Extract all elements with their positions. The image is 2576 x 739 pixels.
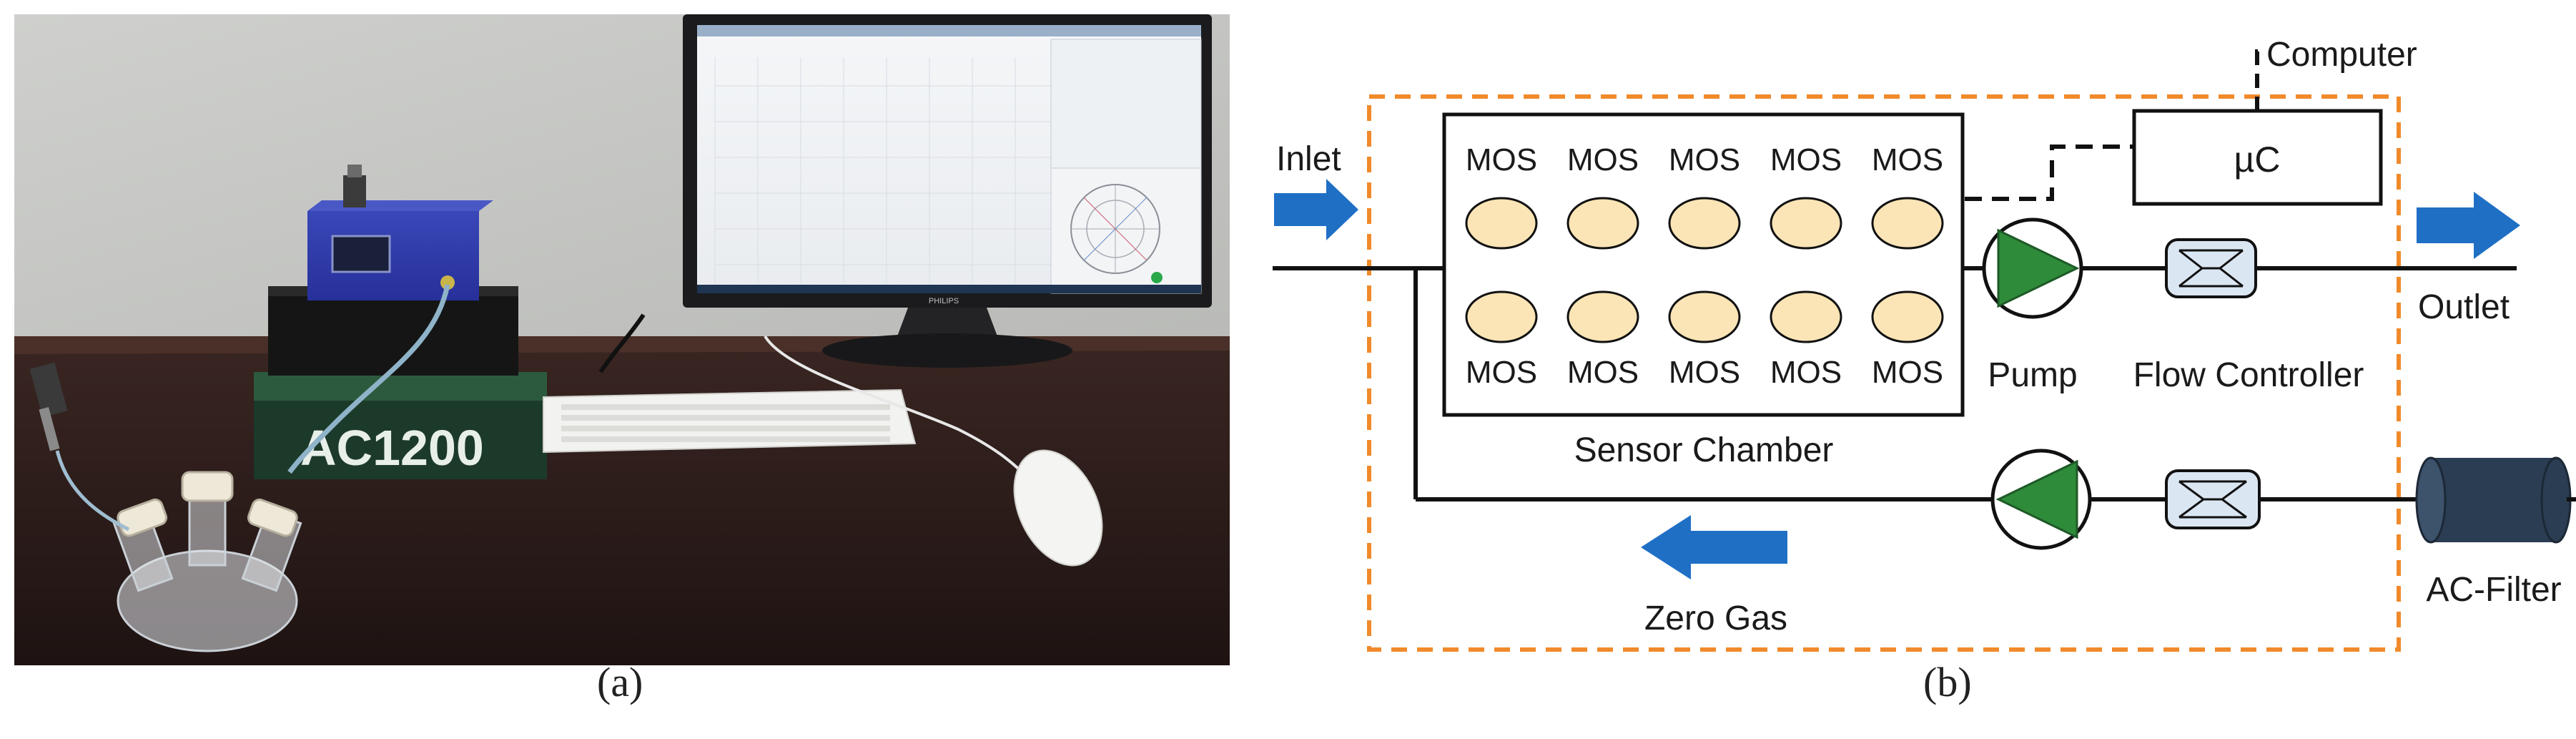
sensor-label: MOS (1567, 355, 1639, 390)
system-boundary (1367, 94, 2401, 652)
sensor-label: MOS (1770, 142, 1842, 177)
mos-sensor (1465, 290, 1538, 343)
mos-sensor (1770, 290, 1842, 343)
outlet-arrow (2417, 192, 2520, 259)
mos-sensor (1668, 197, 1741, 250)
keyboard (543, 388, 917, 454)
flow-controller-label: Flow Controller (2133, 356, 2364, 394)
pump-label: Pump (1988, 356, 2077, 394)
signal-line-uc-to-computer (2255, 49, 2263, 111)
zero-gas-label: Zero Gas (1644, 599, 1787, 637)
gas-tube (287, 284, 450, 474)
sensor-device-stack: AC1200 (254, 165, 547, 479)
sensor-label: MOS (1669, 355, 1740, 390)
sensor-label: MOS (1466, 142, 1537, 177)
mouse-cable (764, 335, 1038, 488)
sensor-array-bottom: MOS MOS MOS MOS MOS (1465, 290, 1944, 390)
sensor-label: MOS (1872, 355, 1943, 390)
sensor-label: MOS (1669, 142, 1740, 177)
mos-sensor (1465, 197, 1538, 250)
zero-gas-arrow (1641, 515, 1787, 579)
mos-sensor (1871, 290, 1944, 343)
pump-top (1982, 217, 2083, 319)
caption-b: (b) (1923, 659, 1972, 705)
flow-controller-bottom (2165, 469, 2261, 529)
ac-filter-label: AC-Filter (2426, 571, 2561, 609)
sensor-chamber-label: Sensor Chamber (1574, 431, 1834, 469)
sensor-label: MOS (1770, 355, 1842, 390)
inlet-arrow (1274, 179, 1358, 240)
sampling-needle (29, 362, 130, 532)
flow-controller-top (2165, 238, 2257, 298)
mos-sensor (1566, 290, 1639, 343)
sensor-label: MOS (1567, 142, 1639, 177)
microcontroller-label: µC (2234, 140, 2281, 180)
mos-sensor (1566, 197, 1639, 250)
ac-filter (2415, 456, 2572, 544)
pump-bottom (1990, 449, 2092, 550)
sensor-label: MOS (1872, 142, 1943, 177)
mos-sensor (1668, 290, 1741, 343)
mouse (1013, 449, 1103, 567)
monitor: PHILIPS (683, 14, 1212, 368)
inlet-label: Inlet (1276, 140, 1341, 178)
mos-sensor (1871, 197, 1944, 250)
black-base-unit (268, 286, 518, 376)
signal-line-chamber-to-uc (1965, 145, 2134, 201)
detector-display (331, 235, 391, 273)
monitor-brand-text: PHILIPS (929, 297, 959, 305)
experimental-setup-photo: PHILIPS AC1200 (14, 14, 1230, 665)
outlet-label: Outlet (2418, 288, 2510, 326)
sensor-chamber (1442, 112, 1965, 417)
three-neck-flask (112, 471, 302, 652)
sensor-label: MOS (1466, 355, 1537, 390)
caption-a: (a) (597, 659, 643, 705)
sensor-array-top: MOS MOS MOS MOS MOS (1465, 142, 1944, 250)
mos-sensor (1770, 197, 1842, 250)
computer-label: Computer (2266, 36, 2417, 74)
